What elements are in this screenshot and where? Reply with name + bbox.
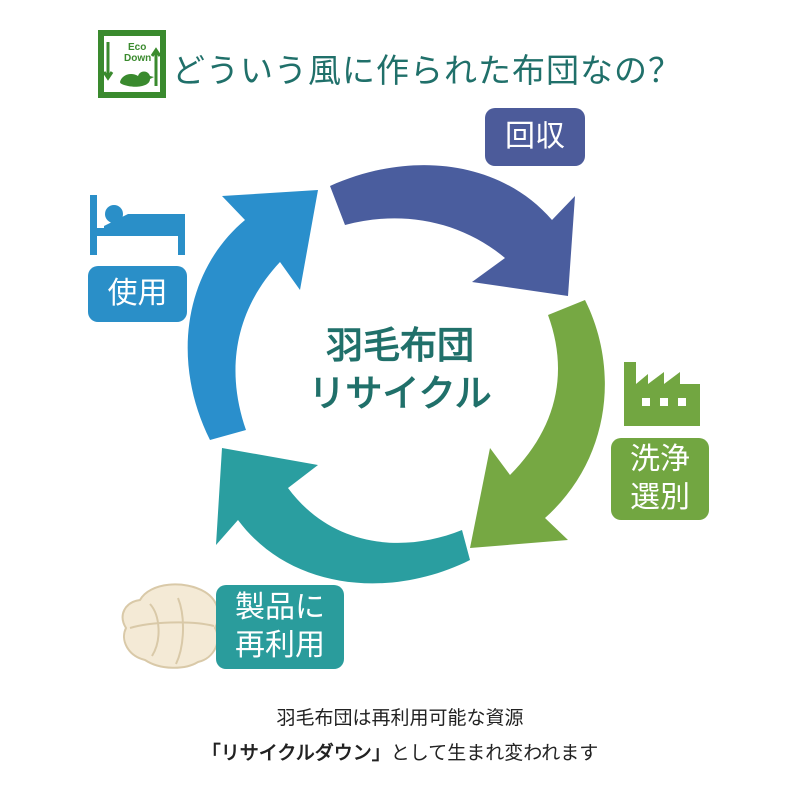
bed-icon (90, 195, 185, 255)
arrow-use (187, 190, 318, 440)
stage-use-label: 使用 (88, 266, 187, 322)
footer-line-1: 羽毛布団は再利用可能な資源 (276, 707, 524, 729)
center-line-2: リサイクル (308, 372, 492, 415)
arrow-remake (216, 448, 470, 584)
stage-remake-line-2: 再利用 (235, 628, 325, 663)
footer-line-2: 「リサイクルダウン」として生まれ変われます (0, 738, 800, 765)
stage-wash-label: 洗浄 選別 (611, 438, 709, 520)
duvet-icon (121, 583, 220, 669)
stage-wash-line-2: 選別 (630, 480, 690, 515)
stage-remake-label: 製品に 再利用 (216, 585, 344, 669)
arrow-collect (330, 165, 575, 296)
logo-text-top: Eco (128, 42, 146, 53)
stage-remake-line-1: 製品に (235, 590, 325, 625)
page-title: どういう風に作られた布団なの？ (172, 51, 682, 90)
center-line-1: 羽毛布団 (326, 324, 474, 367)
cycle-center-title: 羽毛布団 リサイクル (260, 322, 540, 418)
stage-collect-label: 回収 (485, 108, 585, 166)
logo-text-bottom: Down (124, 53, 151, 64)
eco-down-logo: Eco Down (98, 30, 166, 98)
stage-wash-line-1: 洗浄 (630, 442, 690, 477)
footer-rest: として生まれ変われます (390, 742, 599, 764)
factory-icon (624, 362, 700, 426)
footer-emphasis: 「リサイクルダウン」 (201, 742, 391, 764)
arrow-wash (470, 300, 605, 548)
